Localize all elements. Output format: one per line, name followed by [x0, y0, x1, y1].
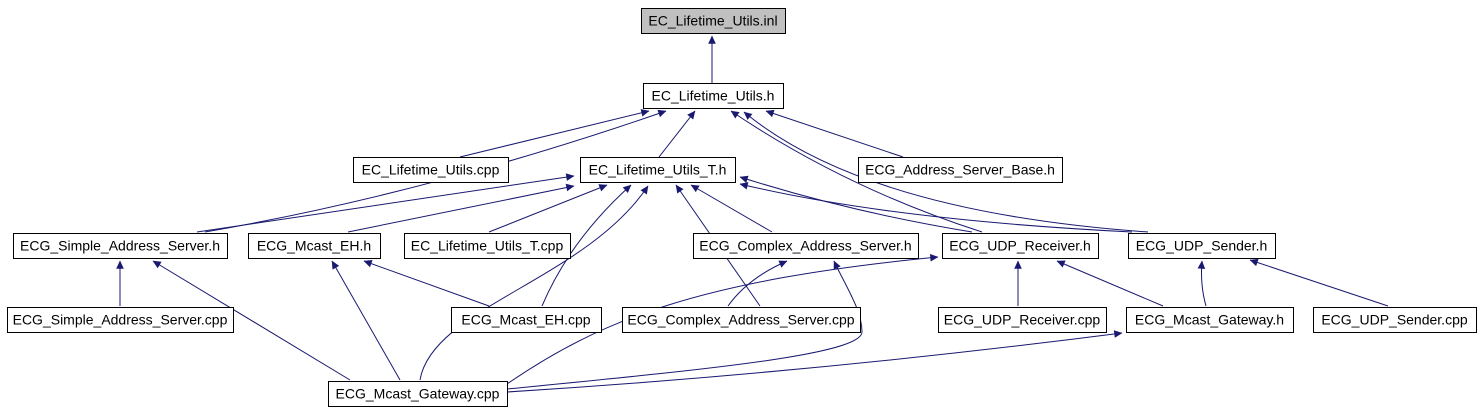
node-box-t_cpp[interactable]	[404, 233, 571, 259]
node-gateway_cpp[interactable]: ECG_Mcast_Gateway.cpp	[328, 381, 508, 407]
node-label-receiver_h: ECG_UDP_Receiver.h	[949, 238, 1091, 254]
node-utils_cpp[interactable]: EC_Lifetime_Utils.cpp	[353, 157, 509, 183]
node-label-utils_cpp: EC_Lifetime_Utils.cpp	[362, 162, 500, 178]
node-label-inl: EC_Lifetime_Utils.inl	[648, 13, 777, 29]
node-box-gateway_h[interactable]	[1126, 307, 1294, 333]
edges-layer	[116, 35, 1389, 393]
node-box-receiver_cpp[interactable]	[938, 307, 1107, 333]
node-box-complex_h[interactable]	[693, 233, 919, 259]
edge-sender_h-to-t_h	[739, 182, 1133, 233]
node-sender_h[interactable]: ECG_UDP_Sender.h	[1128, 233, 1276, 259]
node-eh_cpp[interactable]: ECG_Mcast_EH.cpp	[451, 307, 602, 333]
node-inl[interactable]: EC_Lifetime_Utils.inl	[641, 8, 786, 34]
node-receiver_h[interactable]: ECG_UDP_Receiver.h	[942, 233, 1099, 259]
node-receiver_cpp[interactable]: ECG_UDP_Receiver.cpp	[938, 307, 1107, 333]
node-box-inl[interactable]	[641, 8, 786, 34]
node-complex_h[interactable]: ECG_Complex_Address_Server.h	[693, 233, 919, 259]
node-box-gateway_cpp[interactable]	[328, 381, 508, 407]
edge-gateway_cpp-to-receiver_h	[506, 253, 939, 385]
node-label-complex_cpp: ECG_Complex_Address_Server.cpp	[627, 312, 854, 328]
edge-sender_cpp-to-sender_h	[1249, 258, 1389, 307]
node-label-base_h: ECG_Address_Server_Base.h	[865, 162, 1055, 178]
edge-eh_cpp-to-t_h	[541, 184, 632, 307]
edge-receiver_h-to-utils_h	[730, 110, 983, 233]
edge-t_h-to-utils_h	[658, 110, 696, 158]
edge-sender_h-to-utils_h	[743, 111, 1149, 233]
node-label-sender_cpp: ECG_UDP_Sender.cpp	[1321, 312, 1468, 328]
edge-eh_h-to-t_h	[347, 183, 575, 233]
node-box-simple_h[interactable]	[13, 233, 228, 259]
node-base_h[interactable]: ECG_Address_Server_Base.h	[858, 157, 1063, 183]
node-label-sender_h: ECG_UDP_Sender.h	[1136, 238, 1268, 254]
node-gateway_h[interactable]: ECG_Mcast_Gateway.h	[1126, 307, 1294, 333]
node-box-sender_h[interactable]	[1128, 233, 1276, 259]
edge-receiver_h-to-t_h	[739, 175, 973, 233]
node-label-eh_h: ECG_Mcast_EH.h	[257, 238, 371, 254]
node-box-base_h[interactable]	[858, 157, 1063, 183]
node-label-utils_h: EC_Lifetime_Utils.h	[652, 88, 775, 104]
node-box-utils_cpp[interactable]	[353, 157, 509, 183]
node-box-t_h[interactable]	[580, 157, 736, 183]
node-label-eh_cpp: ECG_Mcast_EH.cpp	[461, 312, 590, 328]
node-t_h[interactable]: EC_Lifetime_Utils_T.h	[580, 157, 736, 183]
node-box-eh_cpp[interactable]	[451, 307, 602, 333]
node-box-sender_cpp[interactable]	[1313, 307, 1477, 333]
node-simple_cpp[interactable]: ECG_Simple_Address_Server.cpp	[7, 307, 234, 333]
edge-gateway_cpp-to-eh_h	[331, 260, 401, 381]
edge-gateway_cpp-to-complex_h	[506, 260, 863, 390]
edge-gateway_h-to-receiver_h	[1056, 260, 1164, 307]
edge-base_h-to-utils_h	[765, 109, 904, 158]
nodes-layer: EC_Lifetime_Utils.inlEC_Lifetime_Utils.h…	[7, 8, 1477, 407]
edge-gateway_cpp-to-gateway_h	[506, 330, 1123, 393]
node-box-receiver_h[interactable]	[942, 233, 1099, 259]
node-complex_cpp[interactable]: ECG_Complex_Address_Server.cpp	[622, 307, 861, 333]
node-box-eh_h[interactable]	[248, 233, 381, 259]
node-utils_h[interactable]: EC_Lifetime_Utils.h	[643, 83, 784, 109]
edge-gateway_cpp-to-t_h	[419, 185, 649, 381]
edge-simple_h-to-t_h	[196, 173, 575, 233]
node-label-receiver_cpp: ECG_UDP_Receiver.cpp	[944, 312, 1101, 328]
edge-complex_h-to-t_h	[690, 184, 773, 233]
edge-gateway_h-to-sender_h	[1197, 260, 1207, 307]
edge-utils_cpp-to-utils_h	[459, 109, 650, 158]
node-sender_cpp[interactable]: ECG_UDP_Sender.cpp	[1313, 307, 1477, 333]
node-simple_h[interactable]: ECG_Simple_Address_Server.h	[13, 233, 228, 259]
edge-t_cpp-to-t_h	[488, 184, 608, 233]
node-label-t_cpp: EC_Lifetime_Utils_T.cpp	[411, 238, 564, 254]
node-box-complex_cpp[interactable]	[622, 307, 861, 333]
node-eh_h[interactable]: ECG_Mcast_EH.h	[248, 233, 381, 259]
edge-complex_cpp-to-complex_h	[727, 260, 788, 307]
node-label-complex_h: ECG_Complex_Address_Server.h	[699, 238, 911, 254]
node-label-simple_cpp: ECG_Simple_Address_Server.cpp	[13, 312, 228, 328]
node-label-gateway_h: ECG_Mcast_Gateway.h	[1135, 312, 1284, 328]
node-box-utils_h[interactable]	[643, 83, 784, 109]
edge-eh_cpp-to-eh_h	[363, 260, 490, 307]
node-box-simple_cpp[interactable]	[7, 307, 234, 333]
node-label-gateway_cpp: ECG_Mcast_Gateway.cpp	[336, 386, 500, 402]
node-label-simple_h: ECG_Simple_Address_Server.h	[20, 238, 220, 254]
edge-gateway_cpp-to-simple_h	[152, 260, 351, 381]
node-label-t_h: EC_Lifetime_Utils_T.h	[589, 162, 727, 178]
node-t_cpp[interactable]: EC_Lifetime_Utils_T.cpp	[404, 233, 571, 259]
